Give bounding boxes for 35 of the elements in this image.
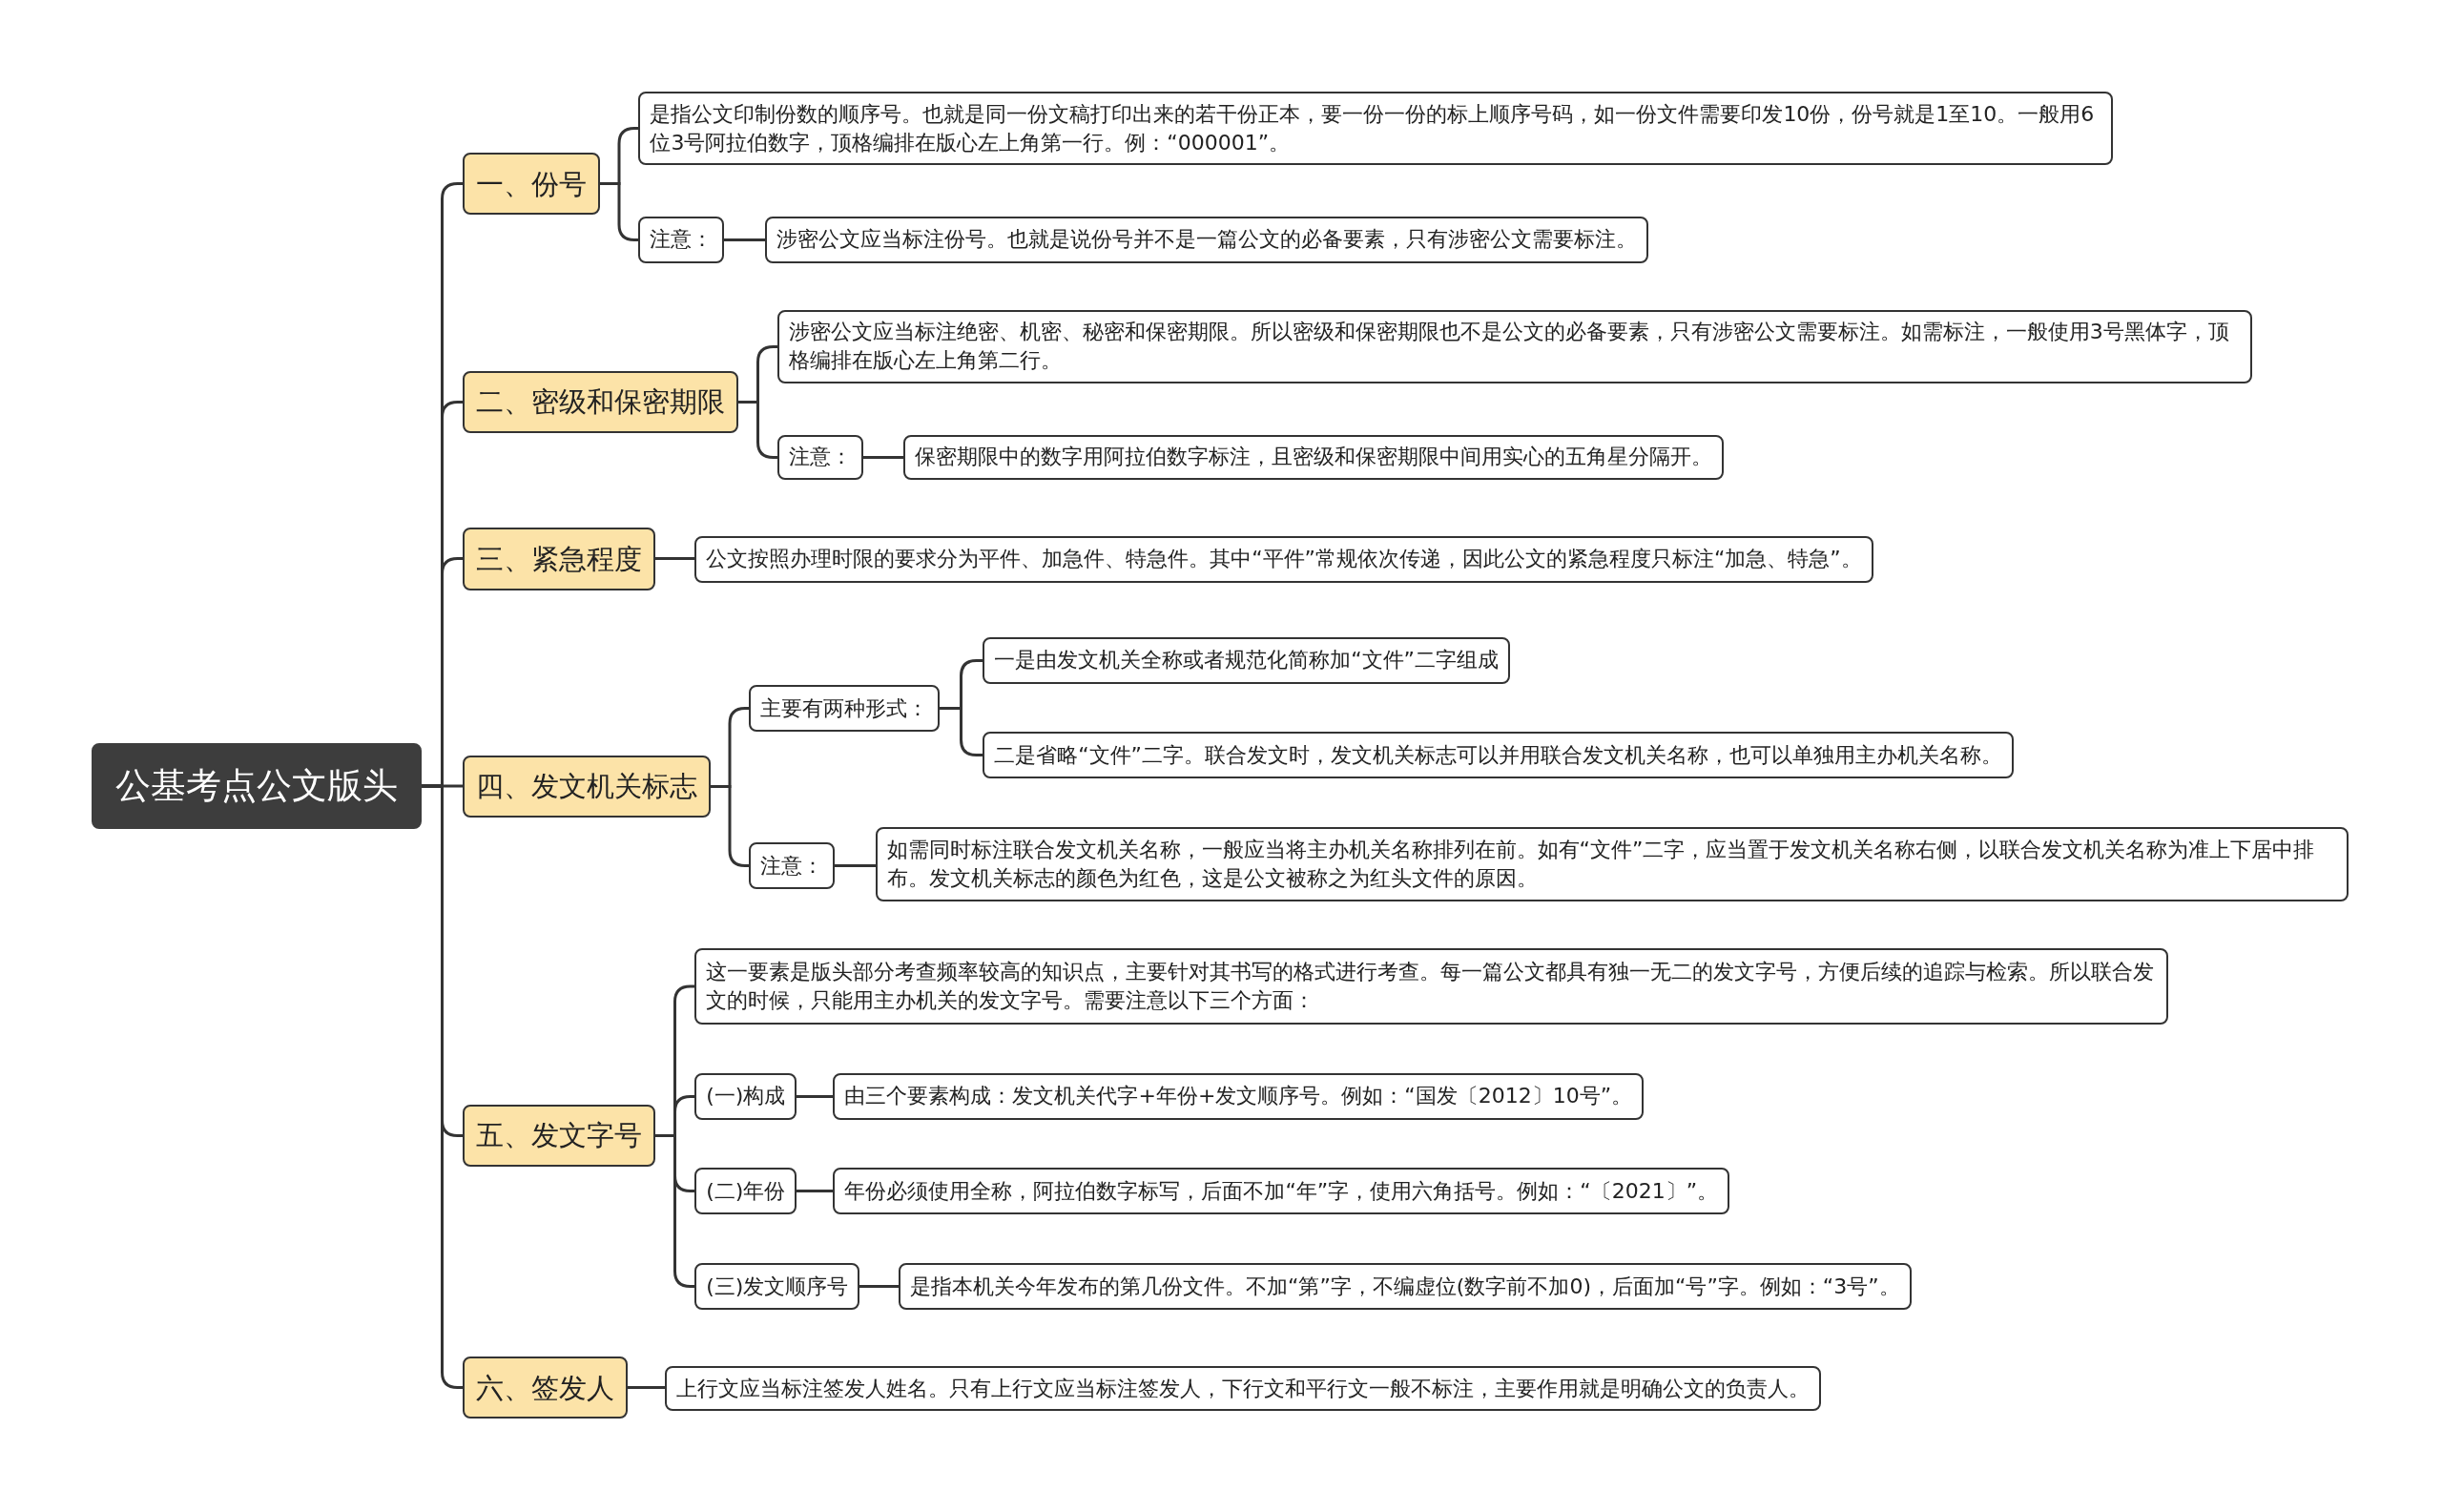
note-box: 保密期限中的数字用阿拉伯数字标注，且密级和保密期限中间用实心的五角星分隔开。	[902, 434, 1724, 480]
topic-box: 二、密级和保密期限	[462, 370, 738, 433]
topic-box: 四、发文机关标志	[462, 755, 711, 818]
note-box: 注意：	[638, 216, 725, 263]
topic-box: 六、签发人	[462, 1357, 628, 1419]
note-box: 涉密公文应当标注绝密、机密、秘密和保密期限。所以密级和保密期限也不是公文的必备要素，只有涉密公文需要标注。如需标注，一般使用3号黑体字，顶格编排在版心左上角第二行。	[776, 309, 2252, 383]
connector	[797, 1190, 833, 1192]
note-box: 年份必须使用全称，阿拉伯数字标写，后面不加“年”字，使用六角括号。例如：“〔2021〕”。	[833, 1168, 1730, 1215]
note-box: 如需同时标注联合发文机关名称，一般应当将主办机关名称排列在前。如有“文件”二字，应当置于发文机关名称右侧，以联合发文机关名称为准上下居中排布。发文机关标志的颜色为红色，这是公文被称之为红头文件的原因。	[875, 826, 2349, 902]
note-box: 上行文应当标注签发人姓名。只有上行文应当标注签发人，下行文和平行文一般不标注，主要作用就是明确公文的负责人。	[665, 1365, 1822, 1412]
note-box: (二)年份	[694, 1168, 797, 1215]
connector	[724, 238, 765, 241]
note-box: 注意：	[749, 842, 836, 890]
note-box: 由三个要素构成：发文机关代字+年份+发文顺序号。例如：“国发〔2012〕10号”。	[833, 1072, 1645, 1120]
root-topic-box: 公基考点公文版头	[92, 742, 423, 829]
topic-box: 五、发文字号	[462, 1104, 655, 1167]
note-box: 是指公文印制份数的顺序号。也就是同一份文稿打印出来的若干份正本，要一份一份的标上顺序号码，如一份文件需要印发10份，份号就是1至10。一般用6位3号阿拉伯数字，顶格编排在版心左上角第一行。例：“000001”。	[638, 92, 2114, 166]
topic-box: 三、紧急程度	[462, 528, 655, 590]
topic-box: 一、份号	[462, 153, 600, 216]
note-box: 主要有两种形式：	[749, 685, 941, 733]
note-box: 这一要素是版头部分考查频率较高的知识点，主要针对其书写的格式进行考查。每一篇公文都具有独一无二的发文字号，方便后续的追踪与检索。所以联合发文的时候，只能用主办机关的发文字号。需要注意以下三个方面：	[694, 948, 2168, 1025]
connector	[797, 1095, 833, 1098]
note-box: 公文按照办理时限的要求分为平件、加急件、特急件。其中“平件”常规依次传递，因此公文的紧急程度只标注“加急、特急”。	[694, 535, 1873, 583]
note-box: 二是省略“文件”二字。联合发文时，发文机关标志可以并用联合发文机关名称，也可以单独用主办机关名称。	[983, 732, 2014, 779]
note-box: 注意：	[776, 434, 863, 480]
connector	[863, 456, 903, 459]
connector	[628, 1386, 665, 1389]
connector	[655, 557, 694, 560]
note-box: (三)发文顺序号	[694, 1263, 860, 1311]
note-box: 是指本机关今年发布的第几份文件。不加“第”字，不编虚位(数字前不加0)，后面加“号”字。例如：“3号”。	[899, 1263, 1912, 1311]
connector	[859, 1285, 899, 1288]
connector	[835, 864, 876, 867]
note-box: 一是由发文机关全称或者规范化简称加“文件”二字组成	[983, 636, 1510, 684]
note-box: 涉密公文应当标注份号。也就是说份号并不是一篇公文的必备要素，只有涉密公文需要标注。	[764, 216, 1648, 263]
note-box: (一)构成	[694, 1072, 797, 1120]
